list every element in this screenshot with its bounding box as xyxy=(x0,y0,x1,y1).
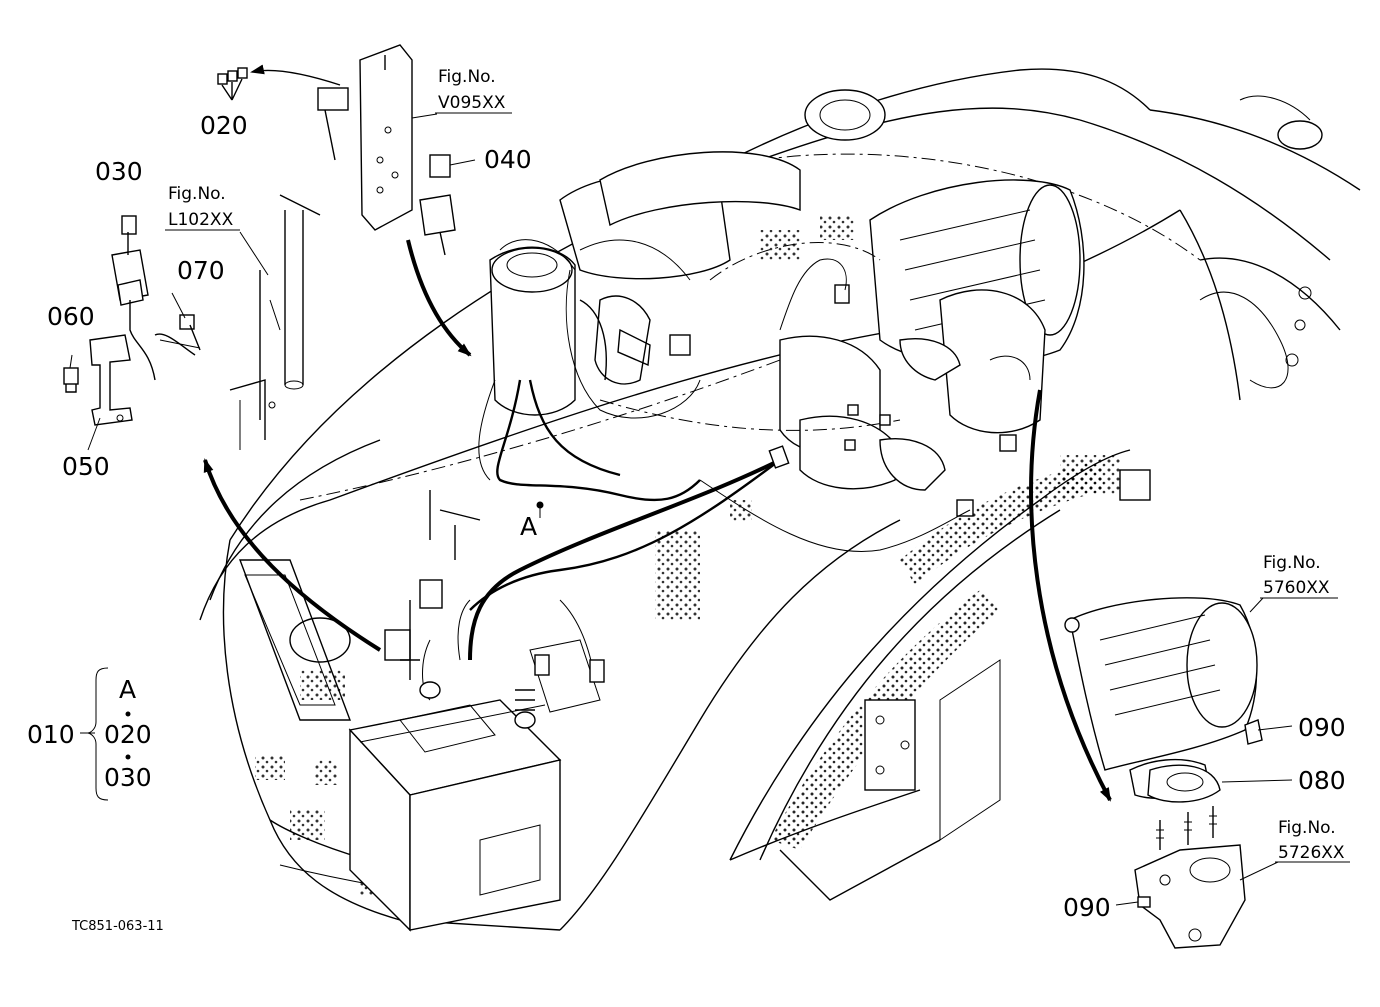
set-group-item-030: 030 xyxy=(104,763,152,792)
callout-070: 070 xyxy=(177,256,225,285)
svg-text:Fig.No.: Fig.No. xyxy=(1263,553,1321,573)
callout-080: 080 xyxy=(1298,766,1346,795)
callout-060: 060 xyxy=(47,302,95,331)
svg-text:V095XX: V095XX xyxy=(438,93,506,113)
set-group-item-020: 020 xyxy=(104,720,152,749)
callout-a: A xyxy=(520,512,537,541)
battery xyxy=(348,681,562,932)
callout-050: 050 xyxy=(62,452,110,481)
svg-text:Fig.No.: Fig.No. xyxy=(438,67,496,87)
fender-panel xyxy=(729,449,1131,901)
drawing-code: TC851-063-11 xyxy=(71,919,164,934)
relay-bracket xyxy=(384,490,605,713)
callout-090-bottom: 090 xyxy=(1063,893,1111,922)
frame-post xyxy=(229,194,321,450)
group-dot xyxy=(125,754,131,760)
svg-text:5726XX: 5726XX xyxy=(1278,843,1345,863)
callout-040: 040 xyxy=(484,145,532,174)
set-group-label: 010 xyxy=(27,720,75,749)
callout-090-right: 090 xyxy=(1298,713,1346,742)
connector-set xyxy=(217,67,248,101)
brace-icon xyxy=(87,667,109,801)
switch-assembly xyxy=(63,215,201,426)
group-dot xyxy=(125,711,131,717)
fig-ref-5760: Fig.No. 5760XX xyxy=(1260,553,1338,599)
fig-ref-l102: Fig.No. L102XX xyxy=(165,184,240,231)
svg-text:5760XX: 5760XX xyxy=(1263,578,1330,598)
leader-lines xyxy=(69,113,1293,906)
tractor-hood-outline xyxy=(199,68,1361,931)
surface-texture xyxy=(255,215,1120,895)
set-group-item-a: A xyxy=(119,675,136,704)
fig-ref-5726: Fig.No. 5726XX xyxy=(1275,818,1350,863)
svg-text:Fig.No.: Fig.No. xyxy=(168,184,226,204)
svg-text:Fig.No.: Fig.No. xyxy=(1278,818,1336,838)
wiring-harness xyxy=(422,239,971,701)
curved-arrow-icon xyxy=(203,64,1112,802)
callout-030: 030 xyxy=(95,157,143,186)
svg-text:L102XX: L102XX xyxy=(168,210,234,230)
callout-020: 020 xyxy=(200,111,248,140)
fig-ref-v095: Fig.No. V095XX xyxy=(435,67,512,114)
engine-compartment xyxy=(489,89,1151,517)
fuse-bracket xyxy=(317,44,456,256)
